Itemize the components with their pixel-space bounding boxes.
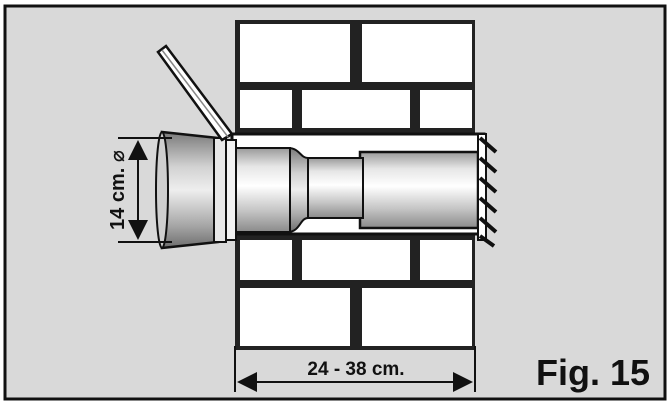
brick — [240, 90, 292, 128]
cap-rim — [155, 131, 169, 249]
grille-louver — [478, 196, 498, 214]
cap-collar — [213, 137, 227, 243]
reducer-shoulder — [287, 146, 309, 234]
grille-louver — [478, 216, 498, 234]
brick — [240, 288, 350, 346]
flap-edge — [161, 49, 229, 138]
grille-louver — [478, 176, 498, 194]
brick — [302, 240, 410, 280]
grille-louver — [478, 234, 496, 248]
grille-louver — [478, 156, 498, 174]
reducer-pipe — [304, 157, 364, 219]
vent-pipe-assembly — [155, 44, 498, 250]
inner-pipe — [231, 147, 291, 233]
wall-thickness-dimension: 24 - 38 cm. — [234, 346, 476, 392]
brick — [362, 288, 472, 346]
brick — [302, 90, 410, 128]
brick — [420, 240, 472, 280]
interior-cap — [160, 130, 220, 250]
grille-louver — [478, 136, 498, 154]
brick — [240, 240, 292, 280]
thickness-label: 24 - 38 cm. — [307, 359, 404, 380]
figure-label: Fig. 15 — [536, 352, 650, 393]
grille-frame — [477, 133, 487, 241]
brick — [240, 24, 350, 82]
diameter-label: 14 cm. ⌀ — [107, 150, 129, 230]
brick — [362, 24, 472, 82]
brick — [420, 90, 472, 128]
exterior-grille — [477, 133, 498, 248]
outer-sleeve — [358, 150, 480, 230]
diameter-dimension: 14 cm. ⌀ — [107, 137, 172, 243]
